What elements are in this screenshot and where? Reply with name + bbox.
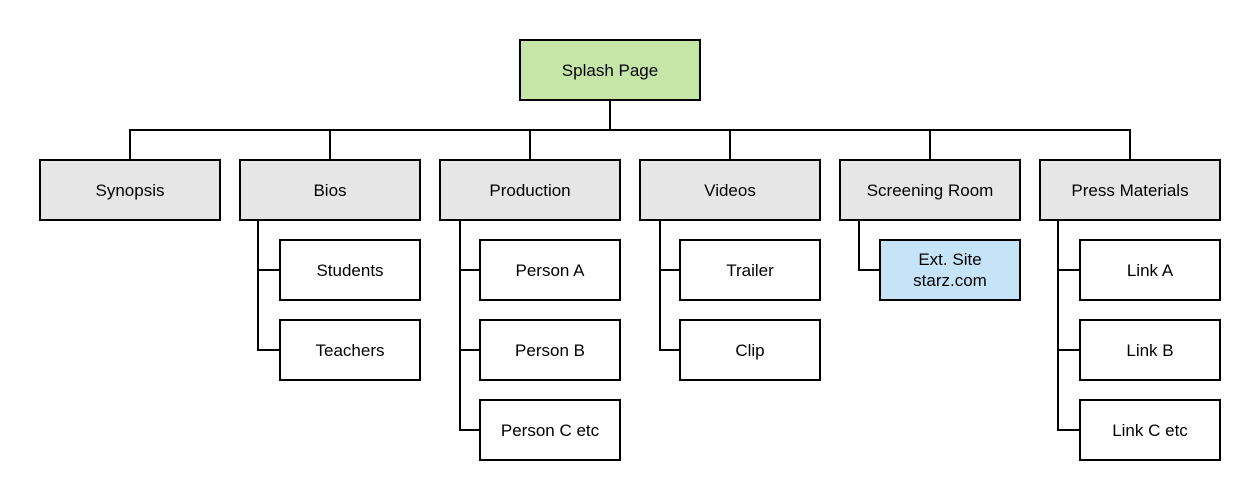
link-b-label: Link B bbox=[1126, 340, 1174, 360]
students-node: Students bbox=[279, 239, 421, 301]
person-b-node: Person B bbox=[479, 319, 621, 381]
link-b-node: Link B bbox=[1079, 319, 1221, 381]
link-c-node: Link C etc bbox=[1079, 399, 1221, 461]
external-site-node: Ext. Site starz.com bbox=[879, 239, 1021, 301]
external-site-label: Ext. Site bbox=[918, 250, 982, 269]
link-c-label: Link C etc bbox=[1112, 420, 1188, 440]
videos-node: Videos bbox=[639, 159, 821, 221]
link-a-node: Link A bbox=[1079, 239, 1221, 301]
clip-label: Clip bbox=[735, 340, 765, 360]
teachers-node: Teachers bbox=[279, 319, 421, 381]
person-a-label: Person A bbox=[515, 260, 585, 280]
person-b-label: Person B bbox=[515, 340, 585, 360]
trailer-node: Trailer bbox=[679, 239, 821, 301]
students-label: Students bbox=[316, 260, 384, 280]
bios-label: Bios bbox=[313, 180, 347, 200]
screening-room-label: Screening Room bbox=[866, 180, 994, 200]
synopsis-label: Synopsis bbox=[95, 180, 165, 200]
synopsis-node: Synopsis bbox=[39, 159, 221, 221]
splash-page-node: Splash Page bbox=[519, 39, 701, 101]
bios-node: Bios bbox=[239, 159, 421, 221]
external-site-url: starz.com bbox=[913, 271, 987, 290]
person-c-node: Person C etc bbox=[479, 399, 621, 461]
clip-node: Clip bbox=[679, 319, 821, 381]
trailer-label: Trailer bbox=[726, 260, 774, 280]
person-a-node: Person A bbox=[479, 239, 621, 301]
splash-page-label: Splash Page bbox=[561, 60, 659, 80]
link-a-label: Link A bbox=[1126, 260, 1174, 280]
videos-label: Videos bbox=[704, 180, 756, 200]
production-label: Production bbox=[489, 180, 571, 200]
screening-room-node: Screening Room bbox=[839, 159, 1021, 221]
press-materials-node: Press Materials bbox=[1039, 159, 1221, 221]
production-node: Production bbox=[439, 159, 621, 221]
person-c-label: Person C etc bbox=[500, 420, 600, 440]
press-materials-label: Press Materials bbox=[1071, 180, 1189, 200]
teachers-label: Teachers bbox=[315, 340, 385, 360]
